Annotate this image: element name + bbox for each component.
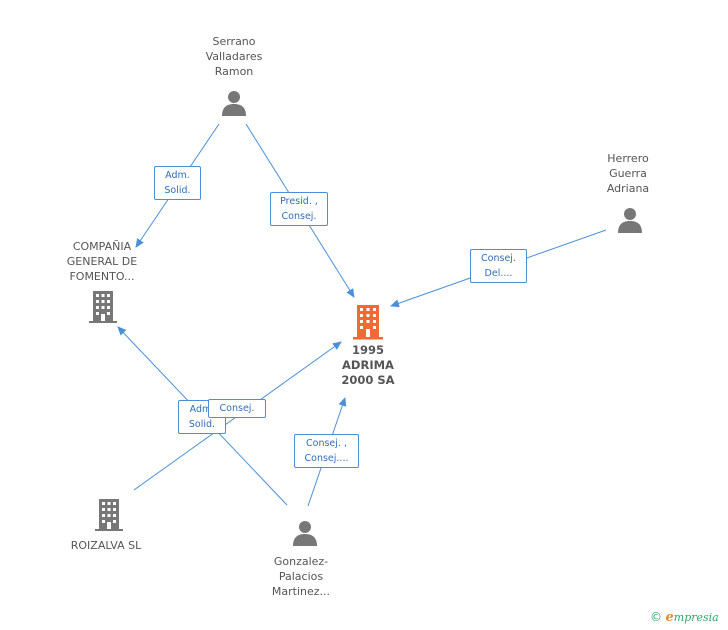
name-line: Adriana (606, 182, 650, 195)
relation-label-consej[interactable]: Consej. (208, 399, 266, 418)
company-roizalva-label[interactable]: ROIZALVA SL (56, 538, 156, 553)
person-icon[interactable] (291, 519, 319, 547)
person-gonzalez-label[interactable]: Gonzalez- Palacios Martinez... (251, 554, 351, 599)
copyright-icon: © (650, 610, 662, 624)
name-line: Palacios (278, 570, 324, 583)
relation-label-consej-del[interactable]: Consej.Del.... (470, 249, 527, 283)
name-line: 1995 (351, 343, 384, 357)
building-icon[interactable] (92, 498, 126, 532)
name-line: Serrano (212, 35, 256, 48)
name-line: Gonzalez- (273, 555, 329, 568)
name-line: FOMENTO... (69, 270, 135, 283)
name-line: Valladares (205, 50, 263, 63)
person-serrano-label[interactable]: Serrano Valladares Ramon (184, 34, 284, 79)
name-line: COMPAÑIA (72, 240, 132, 253)
person-herrero-label[interactable]: Herrero Guerra Adriana (578, 151, 678, 196)
relation-label-presid-consej[interactable]: Presid. ,Consej. (270, 192, 328, 226)
name-line: 2000 SA (341, 373, 395, 387)
company-compania-label[interactable]: COMPAÑIA GENERAL DE FOMENTO... (50, 239, 154, 284)
empresia-logo[interactable]: © empresia (650, 610, 719, 625)
person-icon[interactable] (220, 89, 248, 117)
name-line: Martinez... (271, 585, 331, 598)
building-icon[interactable] (351, 304, 385, 340)
name-line: Ramon (214, 65, 254, 78)
name-line: ROIZALVA SL (70, 539, 142, 552)
company-main-label[interactable]: 1995 ADRIMA 2000 SA (318, 343, 418, 388)
name-line: ADRIMA (342, 358, 394, 372)
name-line: GENERAL DE (66, 255, 138, 268)
name-line: Guerra (609, 167, 647, 180)
person-icon[interactable] (616, 206, 644, 234)
relation-label-consej-consej[interactable]: Consej. ,Consej.... (294, 434, 359, 468)
relation-label-adm-solid[interactable]: Adm.Solid. (154, 166, 201, 200)
building-icon[interactable] (86, 290, 120, 324)
name-line: Herrero (607, 152, 649, 165)
